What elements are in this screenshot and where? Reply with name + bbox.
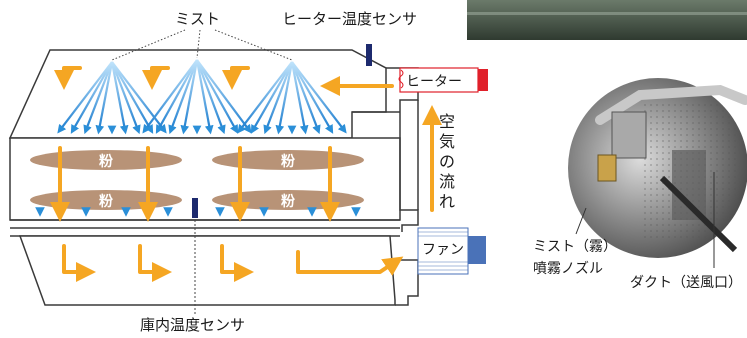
mist-ray — [57, 61, 113, 134]
mist-ray — [195, 59, 226, 135]
nozzle-leader — [575, 207, 587, 235]
airflow-arrow — [142, 66, 170, 90]
nozzle-label-line1: ミスト（霧） — [533, 239, 617, 255]
powder-label: 粉 — [99, 153, 113, 170]
mist-leaders — [111, 29, 293, 61]
mist-ray — [275, 61, 294, 135]
mist-ray — [290, 61, 309, 135]
mist-ray — [195, 59, 214, 135]
mist-ray — [290, 61, 321, 135]
powder-label: 粉 — [99, 193, 113, 210]
heater — [398, 67, 488, 93]
airflow-arrow — [222, 66, 250, 90]
mist-sprays — [57, 59, 347, 135]
mist-ray — [111, 61, 167, 134]
powder-label: 粉 — [281, 153, 295, 170]
mist-ray — [110, 61, 129, 135]
mist-ray — [196, 59, 239, 134]
mist-ray — [155, 59, 198, 134]
fan-label: ファン — [422, 242, 464, 258]
mist-ray — [95, 61, 114, 135]
powder-label: 粉 — [281, 193, 295, 210]
airflow-arrow — [62, 244, 96, 282]
mist-ray — [168, 59, 199, 135]
powder-tray — [212, 150, 364, 170]
mist-label: ミスト — [175, 10, 221, 28]
nozzle-label-line2: 噴霧ノズル — [533, 261, 603, 277]
nozzle-photo — [568, 78, 747, 258]
mist-ray — [83, 61, 114, 135]
mist-ray — [110, 61, 141, 135]
mist-ray — [263, 61, 294, 135]
mist-ray — [70, 61, 113, 134]
chamber-temp-sensor-label: 庫内温度センサ — [140, 316, 246, 334]
chamber-temp-sensor — [192, 198, 198, 218]
airflow-arrow — [54, 66, 82, 90]
mist-ray — [237, 61, 293, 134]
airflow-arrows — [50, 66, 442, 282]
duct-label: ダクト（送風口） — [630, 275, 742, 291]
mist-ray — [291, 61, 347, 134]
mist-ray — [111, 61, 154, 134]
fan-unit — [417, 227, 486, 275]
heater-label: ヒーター — [406, 74, 462, 90]
airflow-label: 空気の流れ — [438, 112, 455, 211]
heater-temp-sensor-label: ヒーター温度センサ — [282, 10, 418, 28]
mist-ray — [180, 59, 199, 135]
powder-tray — [30, 150, 182, 170]
heater-temp-sensor — [366, 44, 372, 66]
mist-drips — [35, 148, 361, 217]
mist-ray — [196, 59, 252, 134]
top-photo — [467, 0, 747, 40]
mist-ray — [142, 59, 198, 134]
mist-ray — [291, 61, 334, 134]
airflow-arrow — [220, 244, 254, 282]
airflow-arrow — [138, 244, 172, 282]
airflow-arrow-to-fan — [296, 250, 404, 276]
mist-ray — [250, 61, 293, 134]
